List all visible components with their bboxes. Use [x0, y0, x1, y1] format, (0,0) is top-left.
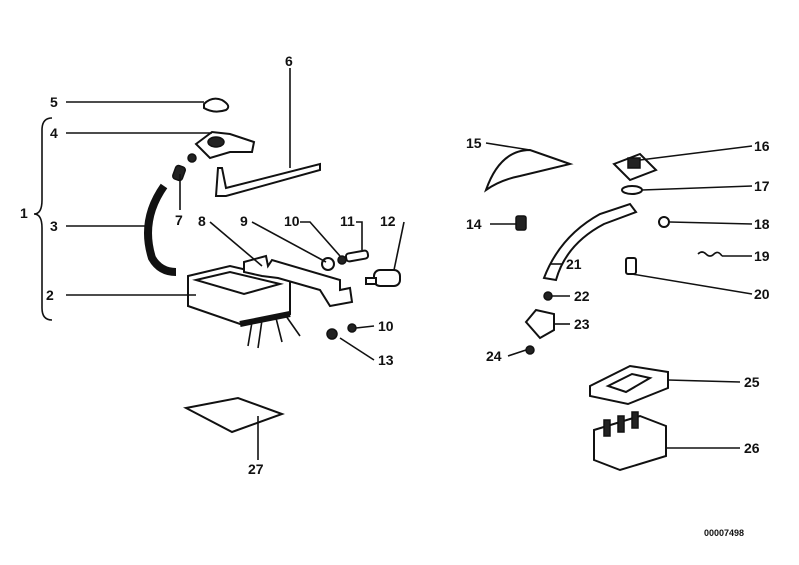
label-part-8: 8	[198, 213, 206, 229]
label-part-1: 1	[20, 205, 28, 221]
label-part-15: 15	[466, 135, 482, 151]
leader-lines	[66, 68, 753, 460]
label-part-18: 18	[754, 216, 770, 232]
part-2-control-unit	[187, 264, 301, 349]
part-11-bolt	[344, 249, 370, 263]
label-part-23: 23	[574, 316, 590, 332]
part-9-washer	[321, 257, 335, 271]
part-10-lower-washer	[347, 323, 357, 333]
part-18-screw	[658, 216, 670, 228]
part-27-pad	[182, 396, 285, 434]
part-22-bushing	[543, 291, 553, 301]
part-7-sleeve	[172, 164, 186, 182]
label-part-12: 12	[380, 213, 396, 229]
part-26-switch-housing	[593, 411, 667, 472]
part-14-screw	[515, 215, 527, 231]
part-16-switch	[612, 152, 658, 182]
label-part-11: 11	[340, 213, 355, 229]
part-21-lever	[542, 202, 638, 282]
part-19-spring	[697, 251, 723, 257]
part-13-nut	[326, 328, 338, 340]
label-part-5: 5	[50, 94, 58, 110]
label-part-13: 13	[378, 352, 394, 368]
part-15-cover	[484, 148, 574, 193]
label-part-21: 21	[566, 256, 582, 272]
label-part-10-lower: 10	[378, 318, 394, 334]
label-part-16: 16	[754, 138, 770, 154]
part-25-frame	[589, 364, 669, 406]
label-part-9: 9	[240, 213, 248, 229]
label-part-10-upper: 10	[284, 213, 300, 229]
part-24-pin	[525, 345, 535, 355]
label-part-24: 24	[486, 348, 502, 364]
part-23-knob	[524, 308, 555, 340]
label-part-2: 2	[46, 287, 54, 303]
part-3-hose	[144, 183, 177, 276]
part-12-connector	[365, 269, 401, 287]
diagram-id: 00007498	[704, 528, 744, 538]
part-5-clip	[203, 97, 230, 113]
label-part-14: 14	[466, 216, 482, 232]
label-part-3: 3	[50, 218, 58, 234]
part-4-mount	[187, 130, 256, 163]
part-6-rod	[214, 162, 321, 197]
label-part-25: 25	[744, 374, 760, 390]
label-part-19: 19	[754, 248, 770, 264]
label-part-26: 26	[744, 440, 760, 456]
label-part-17: 17	[754, 178, 770, 194]
label-part-20: 20	[754, 286, 770, 302]
group-bracket	[33, 117, 53, 321]
part-17-washer	[621, 185, 643, 195]
label-part-22: 22	[574, 288, 590, 304]
label-part-7: 7	[175, 212, 183, 228]
part-10-lock-washer	[337, 255, 347, 265]
part-8-bracket	[243, 254, 354, 308]
part-20-screw	[625, 257, 637, 275]
label-part-6: 6	[285, 53, 293, 69]
label-part-27: 27	[248, 461, 264, 477]
label-part-4: 4	[50, 125, 58, 141]
